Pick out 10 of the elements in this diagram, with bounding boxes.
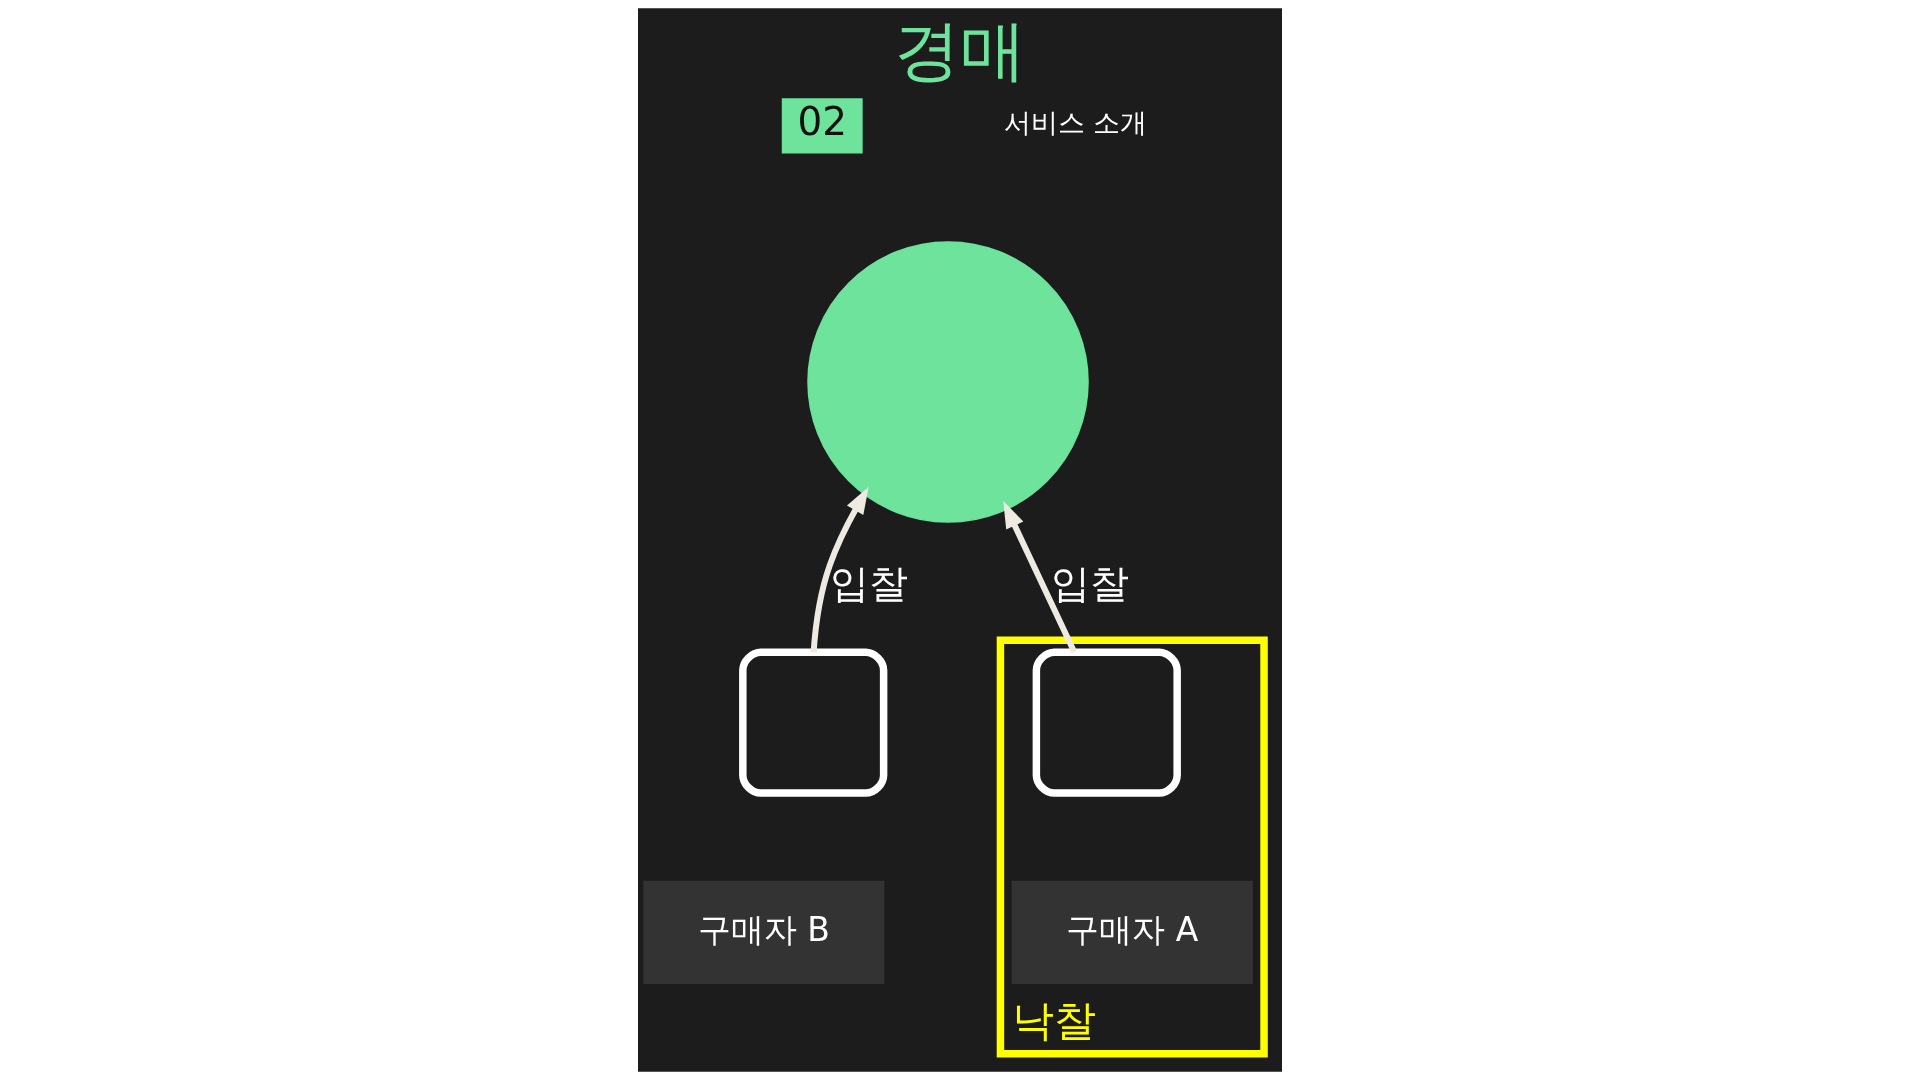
edge-label: 입찰: [1050, 560, 1129, 606]
node-person: [739, 648, 888, 797]
node-person: [1032, 648, 1181, 797]
node-circle: [807, 241, 1089, 523]
label: 서비스 소개: [1003, 107, 1148, 139]
edge-label: 입찰: [830, 560, 909, 606]
arrow: [810, 486, 869, 653]
label: 02: [797, 99, 847, 145]
arrow: [1003, 501, 1077, 654]
diagram-title: 경매: [894, 12, 1026, 90]
